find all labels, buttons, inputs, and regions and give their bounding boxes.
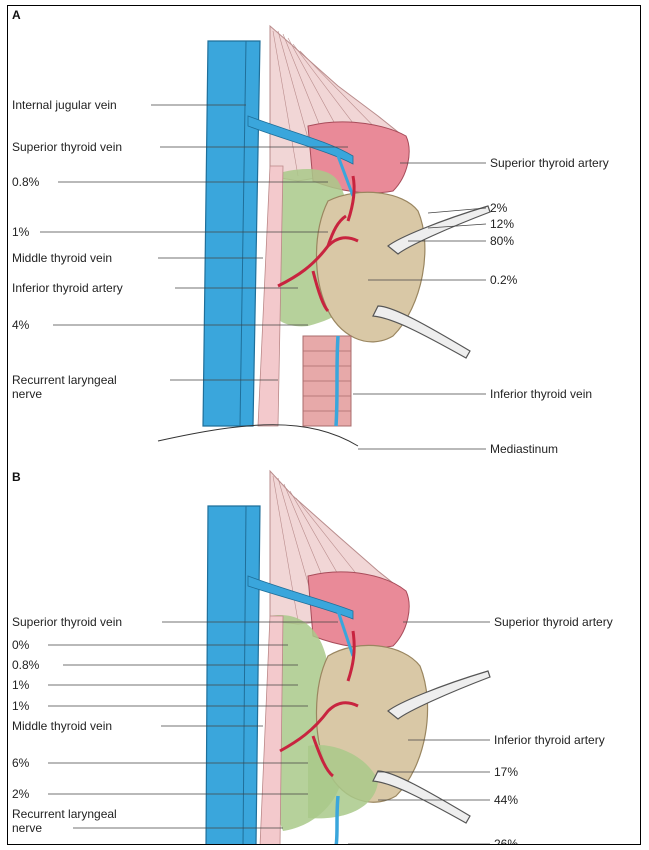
label-b-pct-0: 0% (12, 638, 29, 652)
label-pct-0-8: 0.8% (12, 175, 39, 189)
label-b-nerve: nerve (12, 821, 42, 835)
label-middle-thyroid-vein: Middle thyroid vein (12, 251, 112, 265)
label-pct-4: 4% (12, 318, 29, 332)
label-pct-1: 1% (12, 225, 29, 239)
label-superior-thyroid-artery: Superior thyroid artery (490, 156, 609, 170)
label-pct-80: 80% (490, 234, 514, 248)
label-pct-12: 12% (490, 217, 514, 231)
label-superior-thyroid-vein: Superior thyroid vein (12, 140, 122, 154)
label-b-pct-0-8: 0.8% (12, 658, 39, 672)
panel-a-drawing (158, 26, 490, 446)
label-b-recurrent-laryngeal: Recurrent laryngeal (12, 807, 117, 821)
label-b-pct-1-b: 1% (12, 699, 29, 713)
label-b-pct-17: 17% (494, 765, 518, 779)
label-inferior-thyroid-vein: Inferior thyroid vein (490, 387, 592, 401)
carotid-strip-b (260, 616, 283, 845)
label-b-pct-1-a: 1% (12, 678, 29, 692)
trachea-a (303, 336, 351, 426)
larynx-b (308, 572, 409, 648)
label-b-superior-thyroid-vein: Superior thyroid vein (12, 615, 122, 629)
label-b-pct-26: 26% (494, 837, 518, 845)
internal-jugular-vein-a (203, 41, 260, 426)
carotid-strip-a (258, 166, 283, 426)
label-recurrent-laryngeal: Recurrent laryngeal (12, 373, 117, 387)
label-nerve: nerve (12, 387, 42, 401)
label-b-inferior-thyroid-artery: Inferior thyroid artery (494, 733, 605, 747)
label-internal-jugular-vein: Internal jugular vein (12, 98, 117, 112)
label-mediastinum: Mediastinum (490, 442, 558, 456)
label-inferior-thyroid-artery: Inferior thyroid artery (12, 281, 123, 295)
label-b-pct-44: 44% (494, 793, 518, 807)
label-b-pct-6: 6% (12, 756, 29, 770)
label-b-pct-2: 2% (12, 787, 29, 801)
panel-b-drawing (206, 471, 490, 845)
label-b-middle-thyroid-vein: Middle thyroid vein (12, 719, 112, 733)
figure-frame: A B Internal jugular vein Superior thyro… (7, 5, 641, 845)
panel-a-letter: A (12, 8, 21, 22)
panel-b-letter: B (12, 470, 21, 484)
inferior-thyroid-vein-a (336, 336, 338, 426)
label-pct-0-2: 0.2% (490, 273, 517, 287)
label-b-superior-thyroid-artery: Superior thyroid artery (494, 615, 613, 629)
label-pct-2: 2% (490, 201, 507, 215)
